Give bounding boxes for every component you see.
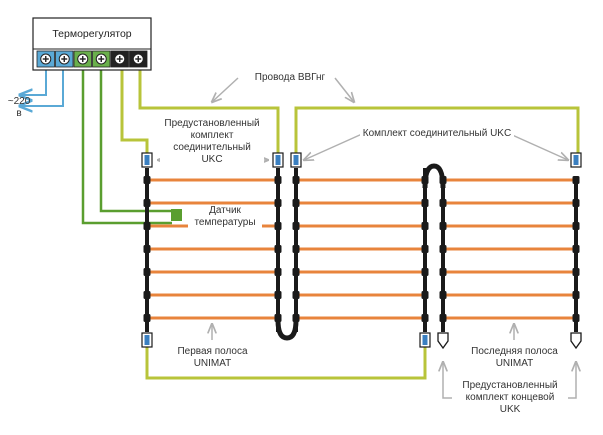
connectors xyxy=(141,152,582,350)
first-strip-label: Первая полоса UNIMAT xyxy=(177,346,248,369)
last-heating-strip xyxy=(439,176,580,332)
first-heating-strip xyxy=(143,168,282,332)
annotation-arrows xyxy=(158,77,576,399)
last-strip-label: Последняя полоса UNIMAT xyxy=(471,346,558,369)
end-kit-label: Предустановленный комплект концевой UKK xyxy=(452,380,568,416)
loop-bottom xyxy=(275,319,299,341)
middle-heating-strip xyxy=(292,168,429,332)
thermostat-title: Терморегулятор xyxy=(52,28,132,40)
connector-ukc xyxy=(570,152,582,168)
connecting-kit-label: Комплект соединительный UKC xyxy=(360,128,514,140)
terminal-5 xyxy=(110,50,129,68)
terminal-6 xyxy=(129,50,148,68)
temperature-sensor xyxy=(171,209,182,221)
connector-ukc xyxy=(141,152,153,168)
terminal-1 xyxy=(36,50,55,68)
terminal-2 xyxy=(55,50,74,68)
sensor-label: Датчик температуры xyxy=(188,205,262,229)
thermostat xyxy=(32,17,152,71)
wires-label: Провода ВВГнг xyxy=(254,72,326,83)
power-line-2 xyxy=(20,70,64,106)
yellow-power-cable xyxy=(120,70,580,380)
loop-top xyxy=(422,163,446,189)
thermostat-terminals xyxy=(36,50,148,68)
connector-ukc xyxy=(141,332,153,348)
terminal-3 xyxy=(73,50,92,68)
connector-ukc xyxy=(290,152,302,168)
preset-kit-label: Предустановленный комплект соединительны… xyxy=(160,118,264,166)
power-label: ~220 в xyxy=(7,96,31,119)
connector-ukc xyxy=(419,332,431,348)
end-cap-ukk xyxy=(570,332,582,350)
connector-ukc xyxy=(272,152,284,168)
power-line-1 xyxy=(20,70,47,95)
sensor-line-1 xyxy=(81,70,172,225)
terminal-4 xyxy=(92,50,111,68)
end-cap-ukk xyxy=(437,332,449,350)
